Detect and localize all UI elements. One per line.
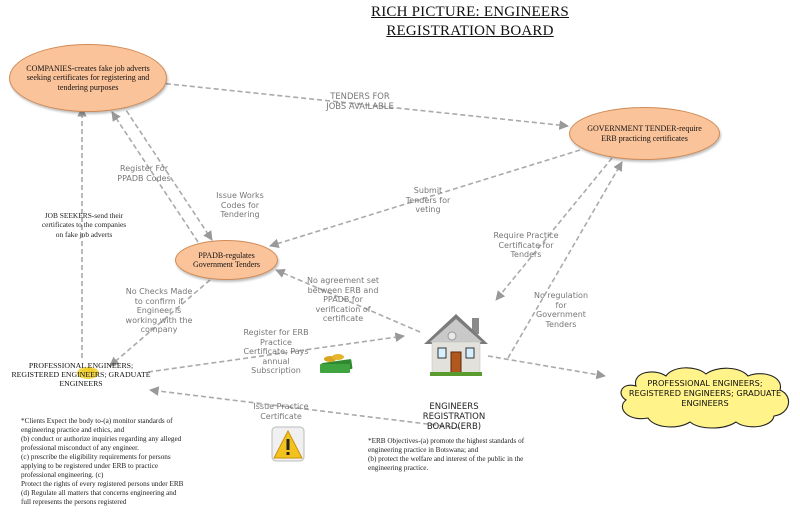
erb-objectives-note: *ERB Objectives-(a) promote the highest … [368,437,568,473]
arrow-government-erb [495,157,613,301]
erb-label: ENGINEERS REGISTRATION BOARD(ERB) [422,402,486,433]
label-issue-works: Issue Works Codes for Tendering [216,191,264,220]
arrow-ppadb-companies [111,111,199,243]
prof-engineers-left: PROFESSIONAL ENGINEERS; REGISTERED ENGIN… [11,361,151,388]
prof-engineers-cloud: PROFESSIONAL ENGINEERS; REGISTERED ENGIN… [614,366,794,430]
arrow-ppadb-prof [109,279,211,367]
clients-note: *Clients Expect the body to-(a) monitor … [21,417,221,507]
clients-line-3: professional misconduct of any engineer. [21,444,139,452]
arrow-erb-government [507,161,623,359]
arrow-companies-government [149,81,569,130]
clients-line-4: (c) prescribe the eligibility requiremen… [21,453,171,461]
label-require-practice: Require Practice Certificate for Tenders [493,231,559,260]
label-register-ppadb: Register For PPADB Codes [117,164,171,183]
objectives-line-2: (b) protect the welfare and interest of … [368,455,524,463]
node-ppadb: PPADB-regulates Government Tenders [175,240,278,280]
prof-cloud-text: PROFESSIONAL ENGINEERS; REGISTERED ENGIN… [628,378,782,408]
clients-line-5: applying to be registered under ERB to p… [21,462,159,470]
label-no-agreement: No agreement set between ERB and PPADB f… [306,276,380,324]
label-no-regulation: No regulation for Government Tenders [533,291,589,329]
page-title-line2: REGISTRATION BOARD [386,23,554,39]
warning-icon [271,424,305,464]
label-submit-tenders: Submit Tenders for veting [405,186,451,215]
clients-line-8: (d) Regulate all matters that concerns e… [21,489,177,497]
objectives-line-3: engineering practice. [368,464,429,472]
objectives-line-0: *ERB Objectives-(a) promote the highest … [368,437,525,445]
node-ppadb-text: PPADB-regulates Government Tenders [192,250,261,269]
clients-line-0: *Clients Expect the body to-(a) monitor … [21,417,173,425]
arrow-government-ppadb [269,149,581,249]
node-companies-text: COMPANIES-creates fake job adverts seeki… [26,64,150,92]
money-icon [318,352,356,374]
clients-line-6: professional engineering. (c) [21,471,104,479]
objectives-line-1: engineering practice in Botswana; and [368,446,479,454]
node-government-tender: GOVERNMENT TENDER-require ERB practicing… [569,107,720,160]
clients-line-7: Protect the rights of every registered p… [21,480,184,488]
label-no-checks: No Checks Made to confirm if Engineer is… [125,287,193,335]
node-companies: COMPANIES-creates fake job adverts seeki… [9,44,167,112]
house-icon [420,308,492,380]
arrow-erb-cloud [487,355,606,380]
clients-line-1: engineering practice and ethics, and [21,426,125,434]
label-issue-practice: Issue Practice Certificate [253,402,309,421]
clients-line-2: (b) conduct or authorize inquiries regar… [21,435,182,443]
hard-hat-icon [76,362,100,380]
arrow-prof-erb [147,332,405,373]
page-title-line1: RICH PICTURE: ENGINEERS [371,4,569,20]
clients-line-9: full represents the persons registered [21,498,127,506]
label-tenders-for-jobs: TENDERS FOR JOBS AVAILABLE [326,91,394,112]
node-government-text: GOVERNMENT TENDER-require ERB practicing… [587,124,702,143]
arrow-companies-ppadb [121,103,213,241]
job-seekers-text: JOB SEEKERS-send their certificates to t… [41,211,127,239]
arrow-erb-prof [149,386,461,429]
arrow-erb-ppadb [275,269,421,333]
label-register-erb: Register for ERB Practice Certificate; P… [243,328,309,376]
